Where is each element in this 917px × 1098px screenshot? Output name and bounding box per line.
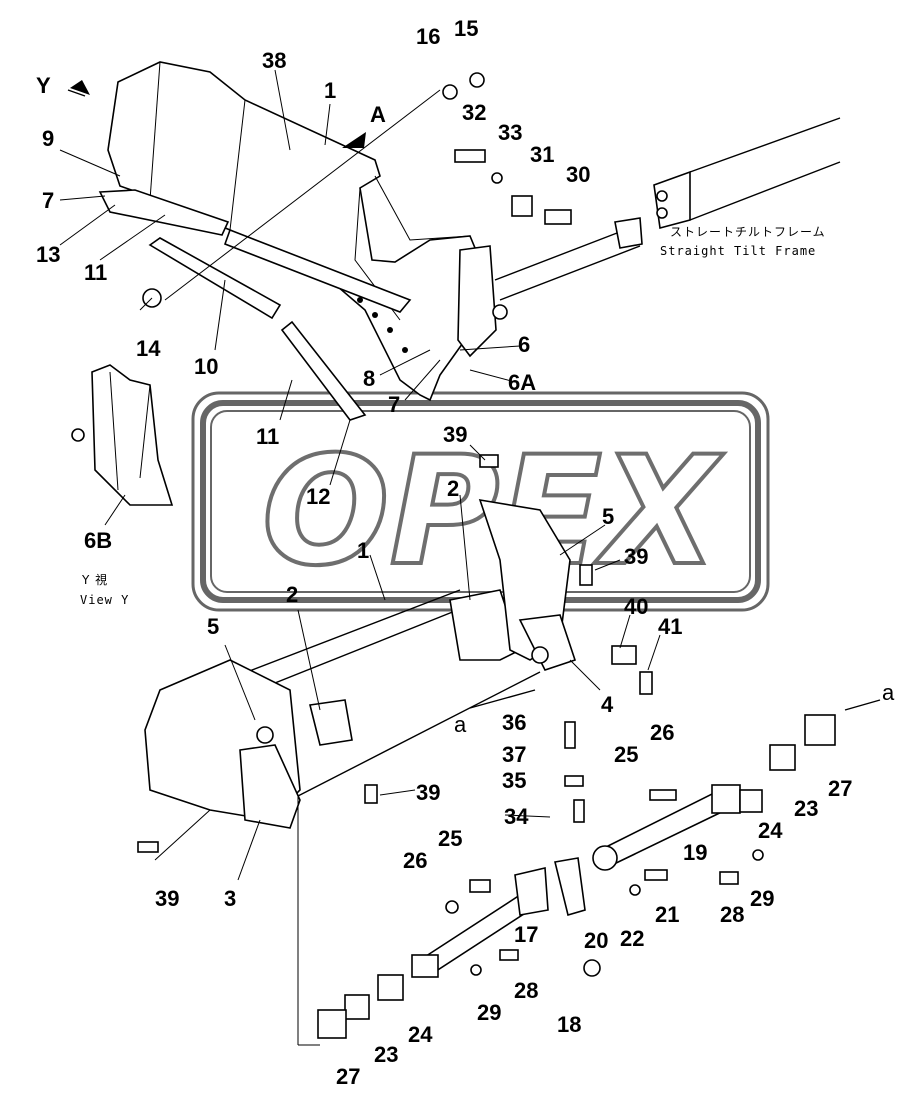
callout-6a: 6A	[508, 370, 536, 395]
callout-23-right: 23	[794, 796, 818, 821]
callout-14: 14	[136, 336, 161, 361]
callout-37: 37	[502, 742, 526, 767]
view-y-label-en: View Y	[80, 593, 129, 607]
frame-label-en: Straight Tilt Frame	[660, 244, 816, 258]
callout-9: 9	[42, 126, 54, 151]
callout-40: 40	[624, 594, 648, 619]
callout-29-left: 29	[477, 1000, 501, 1025]
callout-4: 4	[601, 692, 614, 717]
callout-7-right: 7	[388, 392, 400, 417]
callout-21: 21	[655, 902, 679, 927]
callout-15: 15	[454, 16, 478, 41]
callout-22: 22	[620, 926, 644, 951]
a-arrow-icon	[342, 132, 366, 148]
callout-5-right: 5	[602, 504, 614, 529]
tilt-brace	[411, 784, 741, 978]
tilt-frame	[144, 498, 577, 1046]
ref-a-right: a	[882, 680, 895, 705]
callout-7-left: 7	[42, 188, 54, 213]
straight-tilt-frame: ストレートチルトフレーム Straight Tilt Frame	[653, 117, 841, 258]
callout-34: 34	[504, 804, 529, 829]
view-y-detail: Y 視 View Y	[71, 364, 174, 607]
callout-39-a: 39	[443, 422, 467, 447]
callout-41: 41	[658, 614, 682, 639]
liners	[98, 189, 412, 421]
callout-6b: 6B	[84, 528, 112, 553]
callout-6: 6	[518, 332, 530, 357]
callout-17: 17	[514, 922, 538, 947]
callout-19: 19	[683, 840, 707, 865]
callout-24-right: 24	[758, 818, 783, 843]
callout-5-left: 5	[207, 614, 219, 639]
blade-holes	[357, 297, 408, 353]
callout-3: 3	[224, 886, 236, 911]
callout-2-right: 2	[447, 476, 459, 501]
view-y-label-jp: Y 視	[81, 572, 108, 587]
callout-11-top: 11	[84, 260, 107, 285]
callout-25-left: 25	[438, 826, 462, 851]
callout-36: 36	[502, 710, 526, 735]
callout-30: 30	[566, 162, 590, 187]
y-arrow-icon	[70, 80, 90, 95]
callout-13: 13	[36, 242, 60, 267]
callout-12: 12	[306, 484, 330, 509]
callout-18: 18	[557, 1012, 581, 1037]
callout-20: 20	[584, 928, 608, 953]
callouts: 38 1 16 15 32 33 31 30 9 7 13 11 14 10 6…	[36, 16, 852, 1089]
callout-32: 32	[462, 100, 486, 125]
fasteners	[137, 72, 881, 1039]
callout-24-left: 24	[408, 1022, 433, 1047]
frame-label-jp: ストレートチルトフレーム	[670, 225, 826, 239]
callout-25-right: 25	[614, 742, 638, 767]
ref-a-left: a	[454, 712, 467, 737]
callout-31: 31	[530, 142, 554, 167]
callout-28-left: 28	[514, 978, 538, 1003]
callout-11-bottom: 11	[256, 424, 279, 449]
view-a-arrow-label: A	[370, 102, 386, 127]
leader-lines	[59, 69, 661, 881]
callout-28-right: 28	[720, 902, 744, 927]
callout-35: 35	[502, 768, 526, 793]
callout-1-top: 1	[324, 78, 336, 103]
view-y-arrow-label: Y	[36, 73, 51, 98]
callout-1-mid: 1	[357, 538, 369, 563]
callout-39-d: 39	[155, 886, 179, 911]
callout-39-b: 39	[624, 544, 648, 569]
callout-26-right: 26	[650, 720, 674, 745]
callout-26-left: 26	[403, 848, 427, 873]
callout-38: 38	[262, 48, 286, 73]
callout-8: 8	[363, 366, 375, 391]
callout-27-right: 27	[828, 776, 852, 801]
callout-16: 16	[416, 24, 440, 49]
callout-10: 10	[194, 354, 218, 379]
callout-39-c: 39	[416, 780, 440, 805]
callout-29-right: 29	[750, 886, 774, 911]
callout-2-left: 2	[286, 582, 298, 607]
view-arrows: Y A	[36, 73, 386, 148]
callout-27-left: 27	[336, 1064, 360, 1089]
callout-33: 33	[498, 120, 522, 145]
callout-23-left: 23	[374, 1042, 398, 1067]
